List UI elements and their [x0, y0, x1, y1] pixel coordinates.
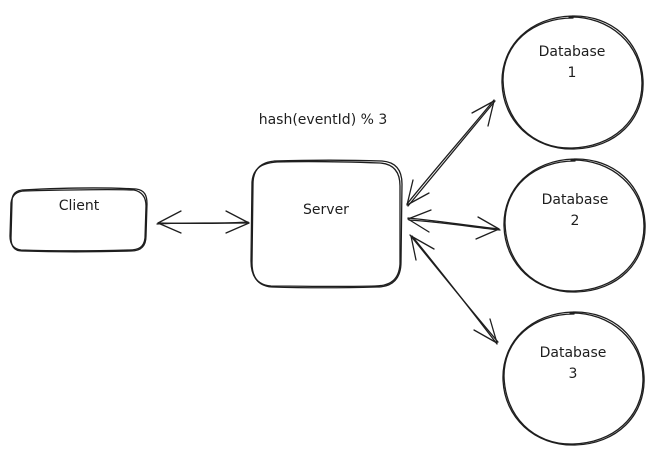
server-db3-arrow — [409, 234, 499, 345]
client-server-arrow — [156, 210, 250, 234]
server-db1-arrow — [406, 99, 496, 207]
routing-rule-label: hash(eventId) % 3 — [259, 112, 388, 128]
database-3-label-line1: Database — [540, 345, 607, 361]
database-1-label-line2: 1 — [568, 65, 577, 81]
database-1-label-line1: Database — [539, 44, 606, 60]
server-label: Server — [303, 202, 349, 218]
database-3-node: Database 3 — [502, 311, 645, 446]
server-node: Server — [250, 159, 403, 289]
database-2-node: Database 2 — [503, 158, 646, 293]
client-node: Client — [9, 187, 148, 253]
server-db2-arrow — [407, 209, 501, 240]
client-label: Client — [59, 198, 100, 214]
database-3-label-line2: 3 — [569, 366, 578, 382]
database-2-label-line1: Database — [542, 192, 609, 208]
database-1-node: Database 1 — [501, 15, 644, 150]
database-2-label-line2: 2 — [571, 213, 580, 229]
